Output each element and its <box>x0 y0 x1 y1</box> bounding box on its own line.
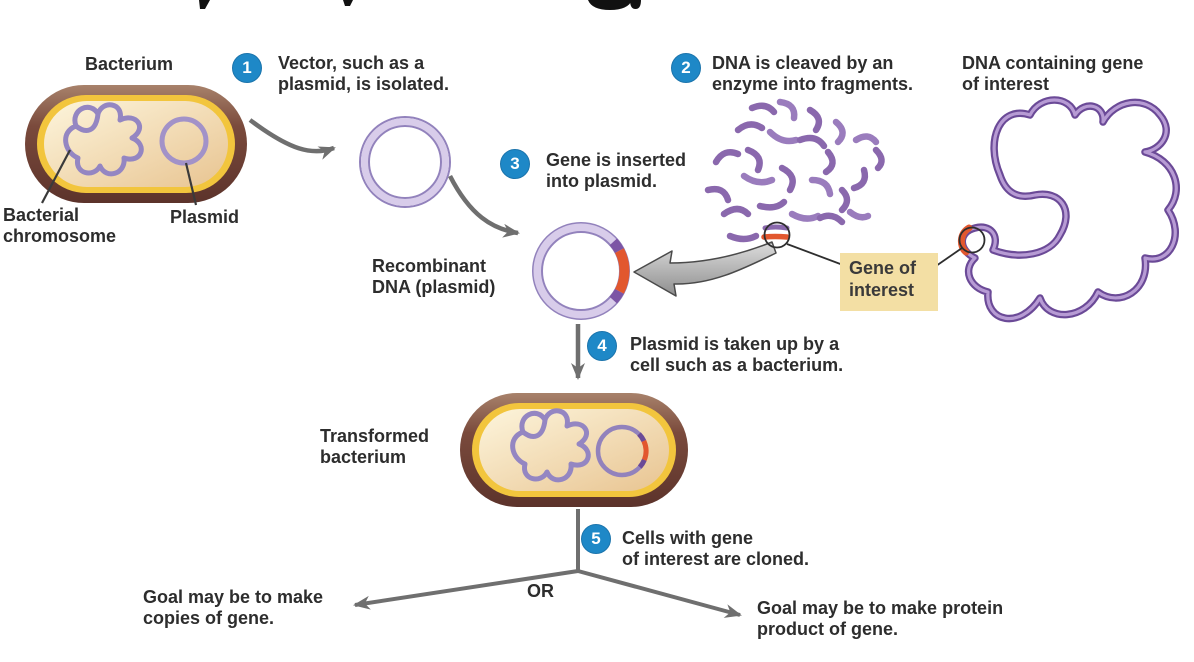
isolated-plasmid-illustration <box>359 116 451 208</box>
plasmid-label: Plasmid <box>170 207 240 227</box>
dna-fragments-cluster <box>704 98 885 243</box>
recombinant-dna-label: Recombinant DNA (plasmid) <box>372 256 496 297</box>
loop-gene-highlight-circle <box>958 226 986 254</box>
plasmid-leader-line <box>184 162 198 206</box>
insert-flank-segment <box>609 238 624 254</box>
transformed-bacterium-label: Transformed bacterium <box>320 426 430 467</box>
step-3-badge: 3 <box>500 149 530 179</box>
step-4-badge: 4 <box>587 331 617 361</box>
step-1-text: Vector, such as a plasmid, is isolated. <box>278 53 450 94</box>
bacterial-chromosome-squiggle <box>63 102 144 177</box>
recombinant-plasmid-illustration <box>532 222 630 320</box>
step-2-text: DNA is cleaved by an enzyme into fragmen… <box>712 53 914 94</box>
arrow-goal-copies <box>353 569 579 610</box>
step-2-badge: 2 <box>671 53 701 83</box>
gene-of-interest-box: Gene of interest <box>840 253 938 311</box>
cropped-title-fragments <box>199 0 641 10</box>
arrow-goal-protein <box>577 569 742 618</box>
goal-copies-label: Goal may be to make copies of gene. <box>143 587 324 628</box>
step-1-badge: 1 <box>232 53 262 83</box>
chromosome-leader-line <box>41 149 71 204</box>
gene-insert-segment <box>614 248 630 294</box>
step-5-badge: 5 <box>581 524 611 554</box>
step-5-text: Cells with gene of interest are cloned. <box>622 528 810 569</box>
insert-flank-segment <box>609 288 624 304</box>
step-3-text: Gene is inserted into plasmid. <box>546 150 687 191</box>
arrow-step1 <box>248 118 336 160</box>
gene-box-leader-right <box>935 247 963 267</box>
goal-protein-label: Goal may be to make protein product of g… <box>757 598 1004 639</box>
step-4-text: Plasmid is taken up by a cell such as a … <box>630 334 844 375</box>
bacterium-illustration <box>25 85 247 203</box>
arrow-step3 <box>447 174 520 238</box>
transformed-bacterium-illustration <box>460 393 688 507</box>
recombinant-plasmid-in-cell <box>595 424 649 478</box>
dna-loop-illustration <box>958 96 1180 323</box>
plasmid-circle <box>159 116 209 166</box>
gene-box-leader-left <box>786 243 844 266</box>
fragment-gene-highlight <box>761 221 791 249</box>
bacterial-chromosome-label: Bacterial chromosome <box>3 205 117 246</box>
or-label: OR <box>527 581 554 601</box>
gene-insertion-arrow <box>633 241 777 297</box>
dna-containing-gene-label: DNA containing gene of interest <box>962 53 1144 94</box>
bacterium-label: Bacterium <box>85 54 174 74</box>
